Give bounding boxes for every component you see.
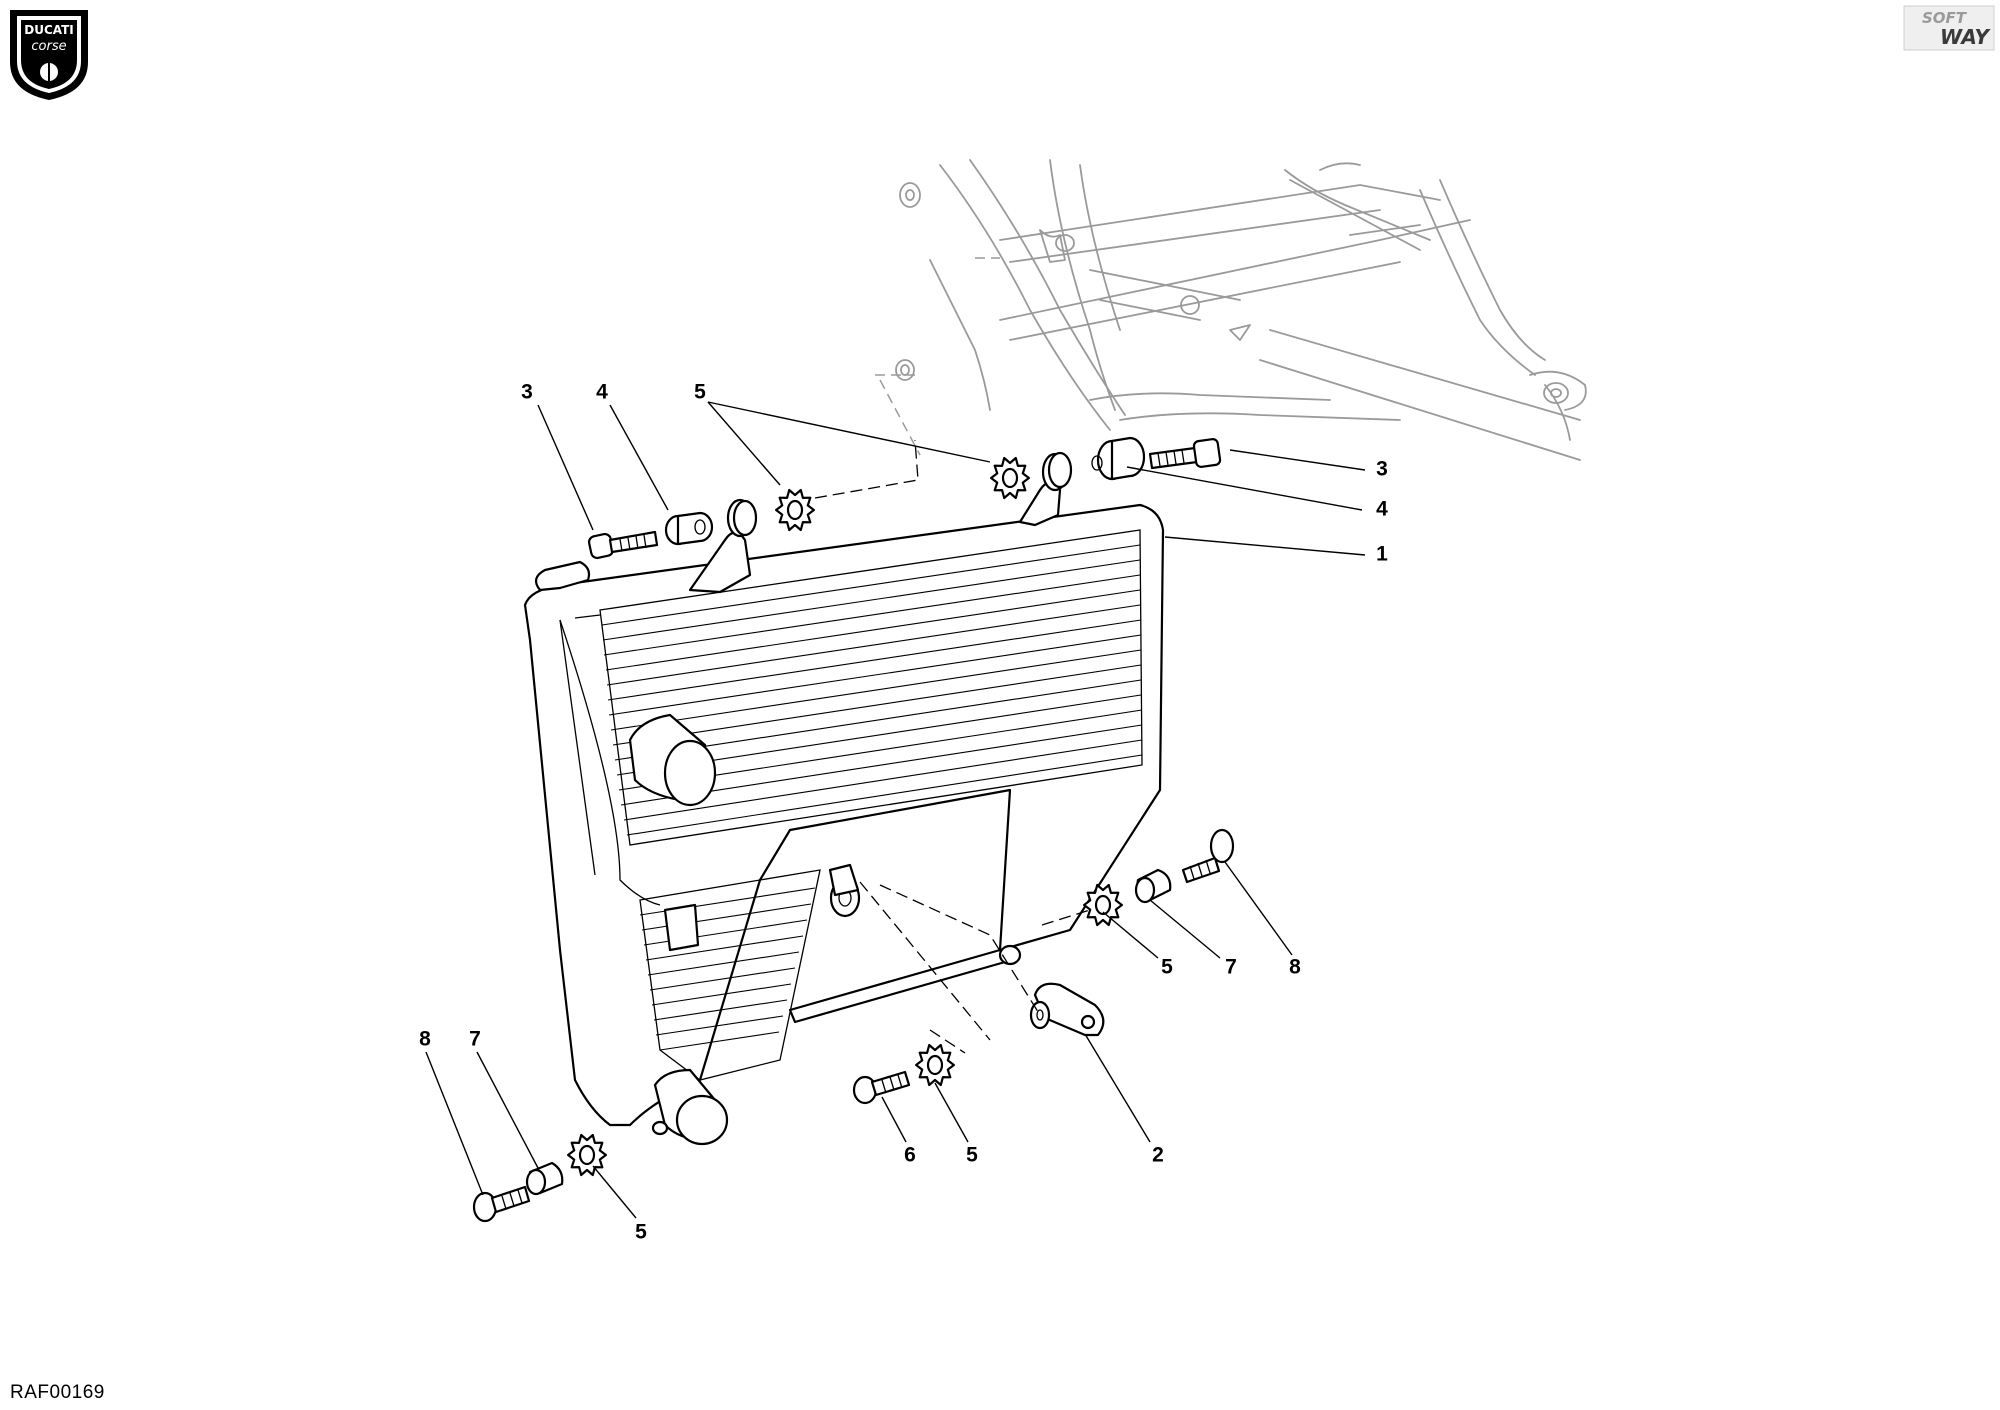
softway-logo: SOFT WAY <box>1903 5 1995 51</box>
callout-c-3a: 3 <box>521 381 533 404</box>
radiator <box>523 452 1165 1146</box>
grommet-top-left <box>775 488 815 532</box>
callout-c-8a: 8 <box>1289 956 1301 979</box>
logo-way-text: WAY <box>1940 25 1992 49</box>
bushing-4-left <box>664 511 714 546</box>
callout-c-5b: 5 <box>1161 956 1173 979</box>
callout-c-2: 2 <box>1152 1144 1164 1167</box>
support-bracket <box>1029 982 1105 1037</box>
grommet-right <box>1083 883 1123 927</box>
callout-labels: 3 4 5 3 4 1 5 7 8 8 7 6 5 2 5 <box>419 381 1388 1244</box>
rubber-grommets <box>567 456 1123 1177</box>
callout-c-4b: 4 <box>1376 498 1388 521</box>
assembly-dashed-lines <box>814 439 1091 1054</box>
logo-corse-text: corse <box>31 39 66 54</box>
screw-6 <box>852 1070 911 1105</box>
grommet-lower-center <box>915 1043 955 1087</box>
callout-c-6: 6 <box>904 1144 916 1167</box>
callout-c-3b: 3 <box>1376 458 1388 481</box>
spacer-7-left <box>525 1161 564 1196</box>
logo-soft-text: SOFT <box>1922 9 1968 27</box>
screw-3-left <box>587 530 659 560</box>
grommet-lower-left <box>567 1133 607 1177</box>
logo-ducati-text: DUCATI <box>24 23 74 37</box>
screw-8-right <box>1181 828 1235 884</box>
drawing-reference-code: RAF00169 <box>10 1382 105 1403</box>
callout-c-5d: 5 <box>635 1221 647 1244</box>
callout-c-8b: 8 <box>419 1028 431 1051</box>
washer-right <box>1047 451 1073 489</box>
radiator-upper-hose-stub <box>628 713 717 807</box>
leader-lines <box>425 401 1366 1219</box>
ducati-corse-logo: DUCATI corse <box>10 10 88 100</box>
callout-c-5c: 5 <box>966 1144 978 1167</box>
callout-c-4a: 4 <box>596 381 608 404</box>
washer-left <box>732 499 758 537</box>
callout-c-7a: 7 <box>1225 956 1237 979</box>
grommet-top-right <box>990 456 1030 500</box>
radiator-lower-hose-stub <box>653 1068 729 1146</box>
motorcycle-frame <box>875 159 1587 461</box>
callout-c-1: 1 <box>1376 543 1388 566</box>
screw-3-right <box>1148 438 1222 470</box>
bushing-4-right <box>1091 436 1146 481</box>
screw-8-left <box>472 1185 531 1223</box>
callout-c-5a: 5 <box>694 381 706 404</box>
callout-c-7b: 7 <box>469 1028 481 1051</box>
spacer-7-right <box>1134 868 1172 904</box>
